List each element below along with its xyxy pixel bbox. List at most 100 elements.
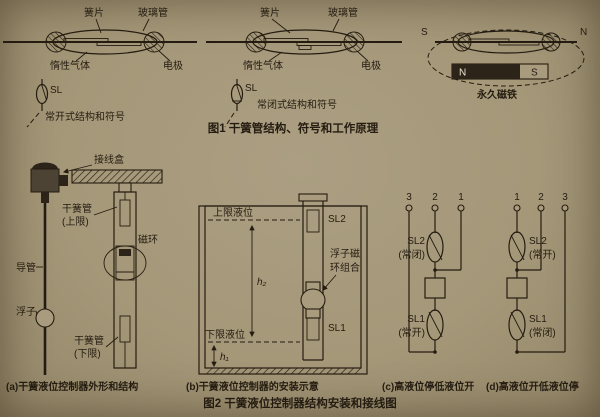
plate-stem xyxy=(118,182,132,193)
reed-strip-right xyxy=(296,41,342,46)
terminal-1-label: 1 xyxy=(514,192,520,203)
load-block xyxy=(506,277,528,299)
magnet-north-half xyxy=(452,64,520,79)
conduit-stub xyxy=(59,175,68,186)
junction-dot xyxy=(515,268,519,272)
head-neck xyxy=(41,192,49,203)
sl2-reed-switch xyxy=(306,209,320,233)
sl1-state-label: (常闭) xyxy=(529,326,556,339)
sl-symbol-label: SL xyxy=(50,85,63,96)
electrode-seal-right xyxy=(143,31,165,53)
h1-label: h₁ xyxy=(220,352,229,363)
sl1-state-label: (常开) xyxy=(398,326,425,339)
float-ring-label-line1: 浮子磁 xyxy=(330,247,360,260)
panel-b-caption: (b)干簧液位控制器的安装示意 xyxy=(186,380,319,393)
terminal-2-label: 2 xyxy=(538,192,544,203)
glass-tube-label: 玻璃管 xyxy=(328,6,358,19)
reed-label: 簧片 xyxy=(84,6,104,19)
magnet-n-label: N xyxy=(459,68,466,79)
magnetic-field-loop xyxy=(427,29,585,87)
terminal-3-label: 3 xyxy=(406,192,412,203)
float-ring-label-line2: 环组合 xyxy=(330,261,360,274)
sl1-label: SL1 xyxy=(529,314,547,325)
panel-a-caption: (a)干簧液位控制器外形和结构 xyxy=(6,380,138,393)
magnet-ring-label: 磁环 xyxy=(138,233,158,246)
float-bottom-guide xyxy=(305,308,321,319)
terminal-2-label: 2 xyxy=(432,192,438,203)
fig2c-wiring-diagram: 3 2 1 SL2 (常闭) SL1 (常开) (c)高液位停低液位开 xyxy=(382,192,474,393)
figure1-title: 图1 干簧管结构、符号和工作原理 xyxy=(208,121,379,135)
reed-switch-lower xyxy=(119,315,131,343)
terminal-3 xyxy=(561,204,569,212)
tank-bottom-hatch xyxy=(205,368,361,374)
sl2-state-label: (常闭) xyxy=(398,248,425,261)
electrode-label: 电极 xyxy=(361,59,381,72)
sl2-label: SL2 xyxy=(328,214,346,225)
reed-label: 簧片 xyxy=(260,6,280,19)
electrode-seal-left xyxy=(452,32,472,52)
junction-dot xyxy=(433,268,437,272)
tank-outer-wall xyxy=(198,205,368,375)
sl2-state-label: (常开) xyxy=(529,248,556,261)
sl1-label: SL1 xyxy=(328,323,346,334)
normally-closed-caption: 常闭式结构和符号 xyxy=(257,98,337,111)
float-ring-assembly xyxy=(300,288,326,312)
reed-strip-right xyxy=(498,41,540,46)
magnet-s-label: S xyxy=(531,68,538,79)
guide-tube-label: 导管 xyxy=(16,261,36,274)
nc-contact-block xyxy=(298,45,312,50)
terminal-2 xyxy=(431,204,439,212)
electrode-seal-right xyxy=(343,31,365,53)
sl1-label: SL1 xyxy=(407,314,425,325)
terminal-2 xyxy=(537,204,545,212)
inert-gas-label: 惰性气体 xyxy=(50,59,90,72)
fig2b-installation-diagram: 上限液位 SL2 h₂ 浮子磁 环组合 下限液位 SL1 h₁ (b)干簧液位控… xyxy=(186,193,368,393)
terminal-1 xyxy=(513,204,521,212)
reed-upper-label-line2: (上限) xyxy=(62,216,89,228)
fig1-normally-open-reed-switch: 簧片 玻璃管 惰性气体 电极 SL 常开式结构和符号 xyxy=(3,6,197,128)
junction-dot xyxy=(433,350,437,354)
fig1-normally-closed-reed-switch: 簧片 玻璃管 惰性气体 电极 SL 常闭式结构和符号 xyxy=(206,6,402,128)
reed-strip-right xyxy=(96,41,142,46)
tube-cap xyxy=(298,193,328,202)
sl1-switch-symbol xyxy=(508,309,526,341)
upper-level-label: 上限液位 xyxy=(213,206,253,219)
sl1-reed-switch xyxy=(306,317,320,341)
reed-lower-label-line2: (下限) xyxy=(74,348,101,360)
pole-n-label: N xyxy=(580,27,587,38)
sl2-label: SL2 xyxy=(529,236,547,247)
normally-open-symbol: SL xyxy=(26,79,63,128)
reed-switch-upper xyxy=(119,199,131,227)
terminal-1 xyxy=(457,204,465,212)
lower-level-label: 下限液位 xyxy=(205,328,245,341)
normally-open-caption: 常开式结构和符号 xyxy=(45,110,125,123)
terminal-3 xyxy=(405,204,413,212)
h2-label: h₂ xyxy=(257,277,267,288)
terminal-3-label: 3 xyxy=(562,192,568,203)
electrode-seal-left xyxy=(45,31,67,53)
pole-s-label: S xyxy=(421,27,428,38)
electrode-seal-right xyxy=(541,32,561,52)
permanent-magnet-caption: 永久磁铁 xyxy=(476,88,517,101)
mounting-plate xyxy=(71,169,163,184)
magnet-ring-callout xyxy=(103,245,147,281)
glass-tube-label: 玻璃管 xyxy=(138,6,168,19)
sl-symbol-label: SL xyxy=(245,83,258,94)
tank-inner-wall xyxy=(204,205,362,369)
junction-box-label: 接线盒 xyxy=(94,153,124,166)
junction-dot xyxy=(515,350,519,354)
electrode-label: 电极 xyxy=(163,59,183,72)
reed-lower-label-line1: 干簧管 xyxy=(74,334,104,347)
sl1-switch-symbol xyxy=(426,309,444,341)
reed-upper-label-line1: 干簧管 xyxy=(62,202,92,215)
sl2-label: SL2 xyxy=(407,236,425,247)
transmitter-head xyxy=(30,168,60,193)
normally-closed-symbol: SL xyxy=(224,79,258,128)
ring-magnet xyxy=(119,249,131,256)
load-block xyxy=(424,277,446,299)
terminal-1-label: 1 xyxy=(458,192,464,203)
float-label: 浮子 xyxy=(16,306,36,318)
fig2d-wiring-diagram: 1 2 3 SL2 (常开) SL1 (常闭) (d)高液位开低液位停 xyxy=(486,192,579,393)
